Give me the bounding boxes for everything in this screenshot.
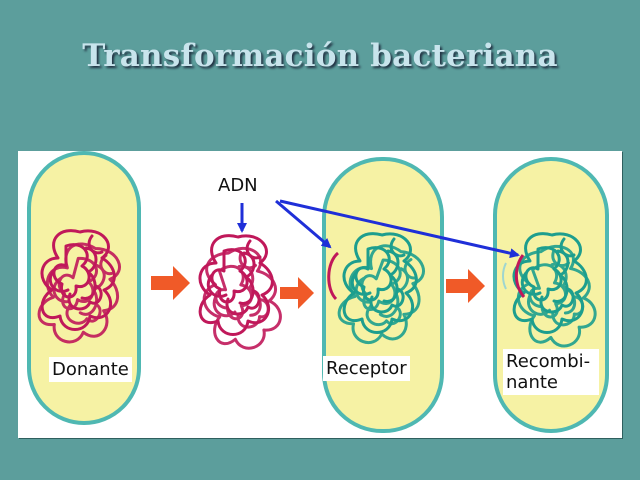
- receptor-cell: [322, 157, 444, 433]
- integrated-fragment: [514, 254, 526, 298]
- adn-arrow-receptor: [275, 199, 332, 249]
- released-dna: [190, 234, 293, 360]
- adn-arrow-recombinant: [279, 199, 520, 259]
- adn-label: ADN: [214, 169, 272, 199]
- orange-arrow-2: [280, 277, 314, 309]
- receptor-label: Receptor: [323, 356, 410, 381]
- diagram-panel: ADN Donante Receptor Recombi- nante: [18, 151, 622, 438]
- donante-label: Donante: [49, 357, 132, 382]
- donor-cell: [27, 151, 141, 425]
- dna-fragment: [327, 251, 340, 301]
- orange-arrow-3: [446, 269, 485, 303]
- recombinante-label: Recombi- nante: [503, 349, 599, 395]
- slide-title: Transformación bacteriana: [82, 38, 558, 74]
- adn-arrows: [237, 199, 520, 259]
- orange-arrow-1: [151, 266, 190, 300]
